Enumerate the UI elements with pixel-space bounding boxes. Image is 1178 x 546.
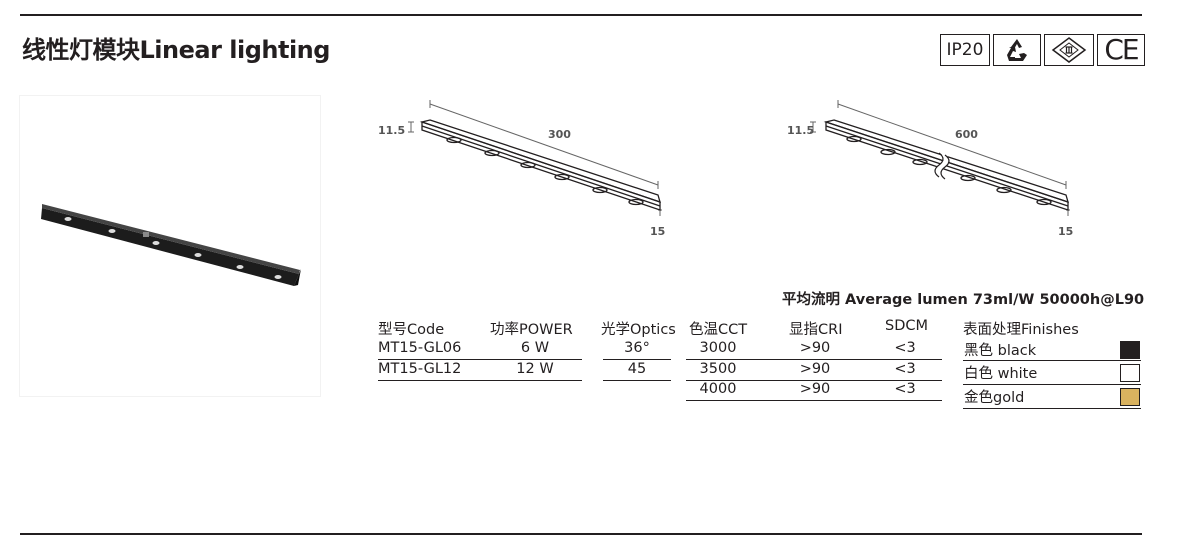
recycle-icon <box>993 34 1041 66</box>
finish-label: 黑色 black <box>964 343 1037 359</box>
finish-label: 金色gold <box>964 390 1025 406</box>
finish-label: 白色 white <box>964 366 1038 382</box>
cct-value: 3500 <box>699 361 737 377</box>
optics-value: 36° <box>624 340 650 356</box>
row-divider <box>963 384 1141 385</box>
row-divider <box>686 400 942 401</box>
header-cri: 显指CRI <box>789 322 843 338</box>
header-sdcm: SDCM <box>885 318 929 334</box>
dimension-drawing-600 <box>810 100 1070 216</box>
row-divider <box>963 360 1141 361</box>
header-model: 型号Code <box>378 322 445 338</box>
header-finish: 表面处理Finishes <box>963 322 1079 338</box>
row-divider <box>603 380 671 381</box>
header-optics: 光学Optics <box>601 322 676 338</box>
model-code: MT15-GL06 <box>378 340 462 356</box>
row-divider <box>963 408 1141 409</box>
header-cct: 色温CCT <box>689 322 748 338</box>
row-divider <box>603 359 671 360</box>
cri-value: >90 <box>799 361 831 377</box>
row-divider <box>378 359 582 360</box>
height-dim-300: 11.5 <box>378 124 406 137</box>
header-power: 功率POWER <box>490 322 573 338</box>
finish-swatch-gold <box>1120 388 1140 406</box>
ce-mark-icon: CE <box>1097 34 1145 66</box>
model-code: MT15-GL12 <box>378 361 462 377</box>
sdcm-value: <3 <box>894 361 916 377</box>
model-power: 6 W <box>520 340 550 356</box>
width-dim-300: 15 <box>650 225 666 238</box>
row-divider <box>378 380 582 381</box>
height-dim-600: 11.5 <box>787 124 815 137</box>
cct-value: 4000 <box>699 381 737 397</box>
certification-marks: IP20 CE <box>940 34 1145 66</box>
width-dim-600: 15 <box>1058 225 1074 238</box>
finish-swatch-white <box>1120 364 1140 382</box>
sdcm-value: <3 <box>894 340 916 356</box>
class-iii-icon <box>1044 34 1094 66</box>
product-photo <box>20 96 320 396</box>
dimension-drawing-300 <box>408 100 662 216</box>
length-dim-600: 600 <box>955 128 978 141</box>
cct-value: 3000 <box>699 340 737 356</box>
sdcm-value: <3 <box>894 381 916 397</box>
finish-swatch-black <box>1120 341 1140 359</box>
lumen-note: 平均流明 Average lumen 73ml/W 50000h@L90 <box>782 292 1145 308</box>
model-power: 12 W <box>516 361 554 377</box>
cri-value: >90 <box>799 340 831 356</box>
optics-value: 45 <box>627 361 647 377</box>
cri-value: >90 <box>799 381 831 397</box>
ce-mark-text: CE <box>1104 33 1139 66</box>
bottom-rule <box>20 533 1142 535</box>
linear-module-image <box>41 204 301 286</box>
top-rule <box>20 14 1142 16</box>
ip-rating-badge: IP20 <box>940 34 990 66</box>
ip-rating-text: IP20 <box>946 40 984 60</box>
page-title: 线性灯模块Linear lighting <box>22 36 330 64</box>
row-divider <box>686 380 942 381</box>
row-divider <box>686 359 942 360</box>
length-dim-300: 300 <box>548 128 571 141</box>
